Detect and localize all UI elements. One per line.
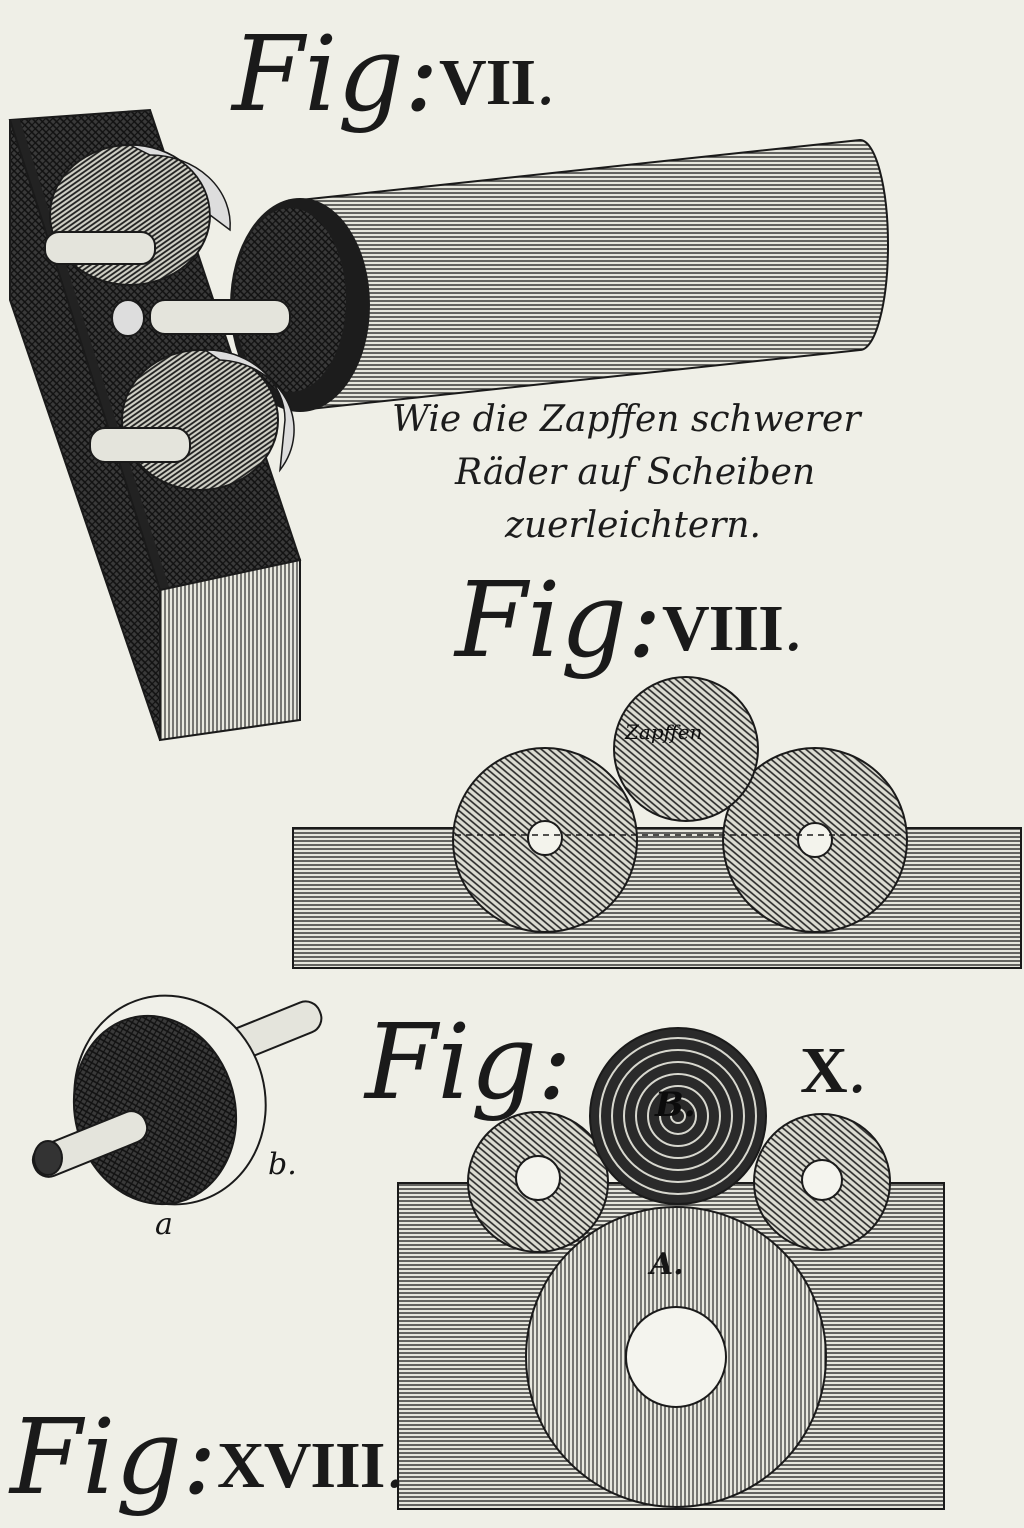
fig18-label: Fig:XVIII. (10, 1405, 405, 1509)
fig10-label-text: Fig: (365, 1001, 573, 1123)
pulley-a-label: a (155, 1207, 173, 1242)
fig10-numeral: X (800, 1034, 848, 1107)
fig10-wheel-b (589, 1027, 767, 1205)
fig7-label-text: Fig: (232, 13, 440, 135)
wheel-b-label: B. (655, 1085, 696, 1125)
zapffen-label: Zapffen (625, 720, 703, 744)
fig8-label: Fig:VIII. (455, 568, 804, 672)
fig10-label: Fig: (365, 1010, 572, 1114)
wheel-a-label: A. (650, 1247, 684, 1282)
fig8-label-text: Fig: (455, 559, 663, 681)
fig18-drawing (31, 994, 323, 1206)
pulley-b-label: b. (268, 1147, 297, 1182)
fig18-label-text: Fig: (10, 1396, 218, 1518)
fig8-suffix: . (782, 589, 804, 666)
fig7-drawing (8, 108, 889, 742)
fig7-label: Fig:VII. (232, 22, 556, 126)
fig18-suffix: . (384, 1426, 406, 1503)
fig8-numeral: VIII (662, 592, 784, 665)
fig18-numeral: XVIII (217, 1429, 385, 1502)
caption-line-1: Wie die Zapffen schwerer (392, 399, 861, 440)
fig10-drawing (397, 1027, 945, 1510)
fig10-numeral-group: X. (800, 1010, 868, 1114)
fig8-drawing (292, 676, 1022, 969)
caption-line-3: zuerleichtern. (505, 505, 761, 546)
fig7-suffix: . (535, 43, 557, 120)
fig7-numeral: VII (439, 46, 536, 119)
fig10-suffix: . (846, 1031, 868, 1108)
caption-line-2: Räder auf Scheiben (455, 452, 816, 493)
